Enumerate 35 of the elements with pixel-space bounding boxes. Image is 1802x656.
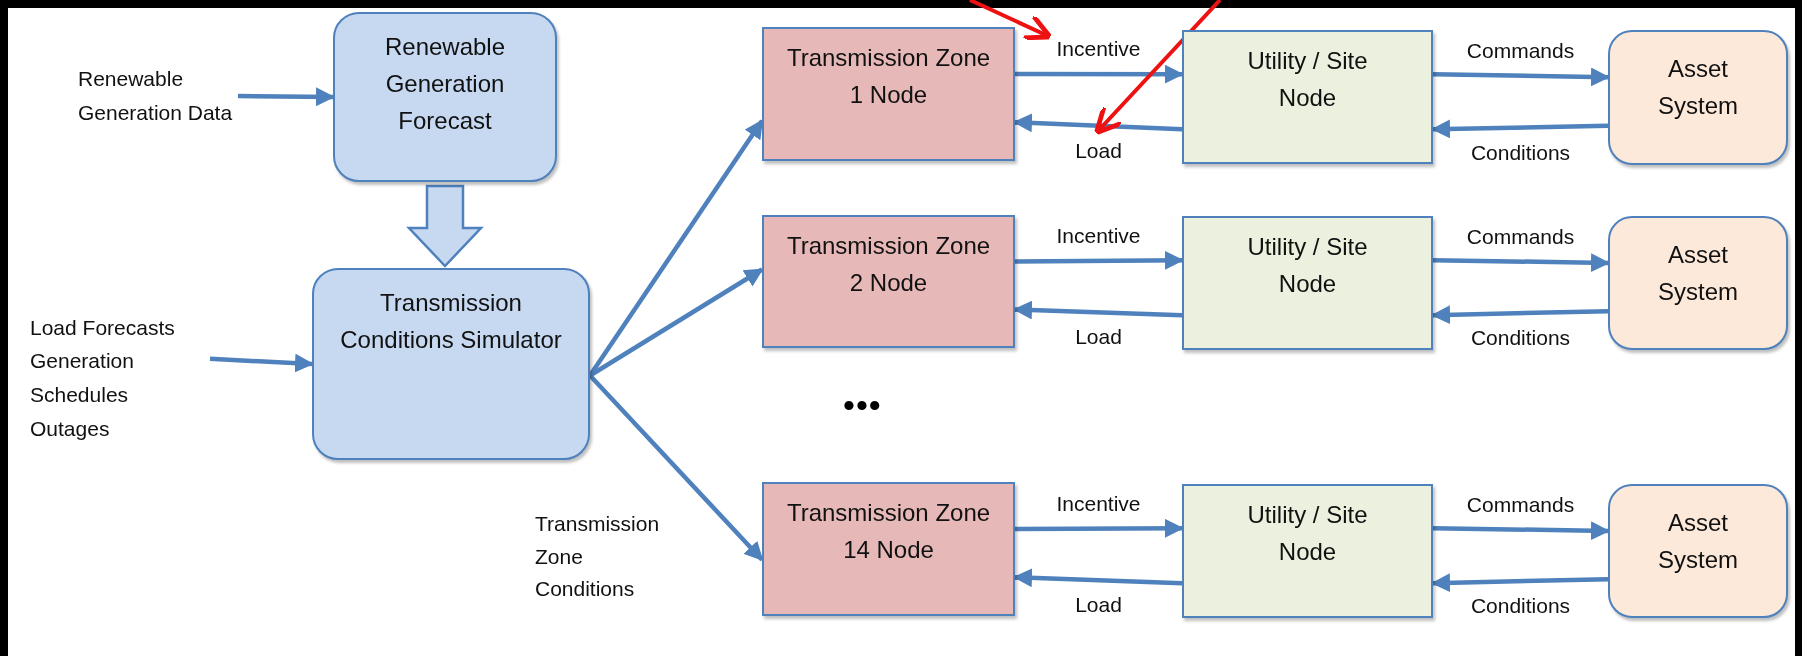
- node-label: Utility / Site Node: [1246, 232, 1369, 300]
- input-label: Load Forecasts Generation Schedules Outages: [30, 314, 176, 442]
- node-label: Utility / Site Node: [1246, 46, 1369, 114]
- node-label: Asset System: [1657, 240, 1739, 308]
- rounded-box: [1608, 484, 1788, 618]
- rounded-box: [312, 268, 590, 460]
- node-label: Transmission Zone 14 Node: [786, 498, 991, 566]
- ellipsis: •••: [843, 386, 882, 425]
- process-box: [1182, 484, 1433, 618]
- arrow: [1432, 67, 1610, 87]
- process-box: [762, 482, 1015, 616]
- node-label: Renewable Generation Forecast: [383, 32, 507, 137]
- rounded-box: [1608, 30, 1788, 165]
- node-label: Asset System: [1657, 54, 1739, 122]
- node-label: Transmission Zone 1 Node: [786, 43, 991, 111]
- block-arrow: [406, 184, 484, 268]
- arrow: [237, 87, 335, 107]
- process-box: [1182, 30, 1433, 164]
- process-box: [1182, 216, 1433, 350]
- arrow: [1432, 253, 1610, 273]
- rounded-box: [1608, 216, 1788, 350]
- input-label: Renewable Generation Data: [78, 66, 234, 126]
- arrow: [1015, 518, 1184, 538]
- process-box: [762, 27, 1015, 161]
- node-label: Utility / Site Node: [1246, 500, 1369, 568]
- arrow: [588, 374, 764, 562]
- arrow: [1432, 521, 1610, 541]
- node-label: Asset System: [1657, 508, 1739, 576]
- arrow: [209, 353, 314, 373]
- node-label: Transmission Zone 2 Node: [786, 231, 991, 299]
- arrow: [1015, 64, 1184, 84]
- node-label: Transmission Conditions Simulator: [339, 288, 563, 356]
- process-box: [762, 215, 1015, 348]
- rounded-box: [333, 12, 557, 182]
- arrow: [1015, 250, 1184, 270]
